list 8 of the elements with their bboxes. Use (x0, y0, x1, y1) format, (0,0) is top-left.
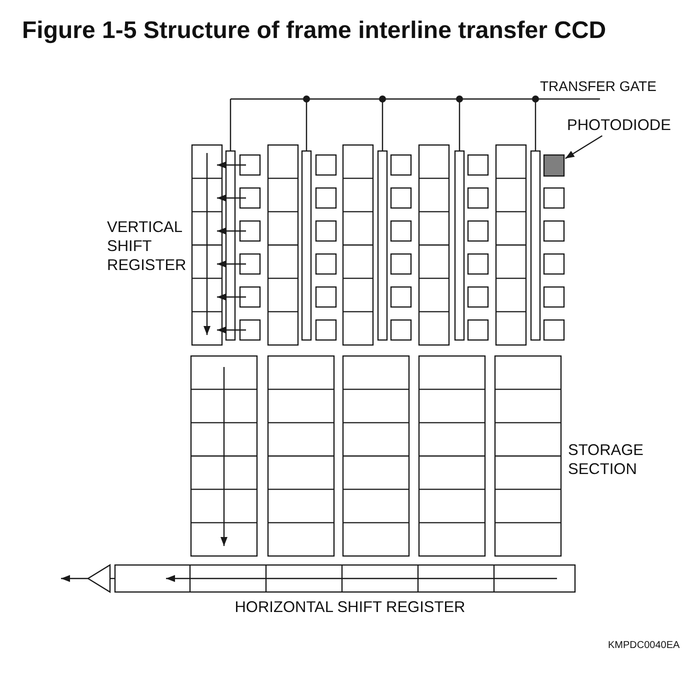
section-label: VERTICAL SHIFT REGISTER (107, 218, 188, 275)
photodiode-label: PHOTODIODE (567, 116, 671, 135)
transfer-gate-label: TRANSFER GATE (540, 77, 656, 96)
document-code: KMPDC0040EA (608, 640, 680, 652)
section-label: STORAGE SECTION (568, 441, 645, 479)
leader-line (564, 135, 603, 160)
figure-title: Figure 1-5 Structure of frame interline transfer CCD (22, 16, 606, 45)
section-label: HORIZONTAL SHIFT REGISTER (234, 598, 466, 617)
